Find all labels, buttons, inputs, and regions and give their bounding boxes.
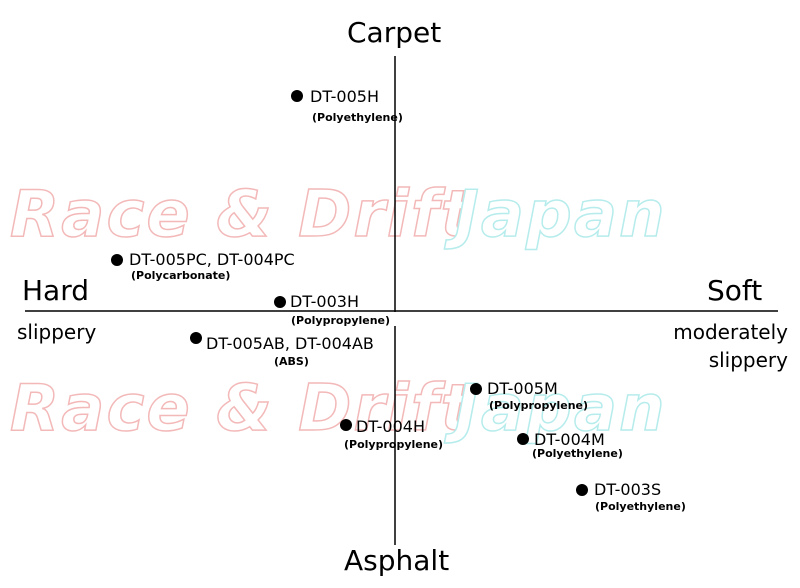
product-dot [340,419,352,431]
product-name: DT-005AB, DT-004AB [206,334,374,353]
product-dot [291,90,303,102]
axis-sublabel-right: moderately slippery [673,320,788,372]
product-material: (Polyethylene) [595,500,686,513]
product-material: (Polyethylene) [312,111,403,124]
product-material: (ABS) [274,355,309,368]
product-material: (Polycarbonate) [131,269,231,282]
product-dot [517,433,529,445]
product-dot [576,484,588,496]
axis-sublabel-left: slippery [17,320,97,344]
axis-label-right: Soft [707,274,763,307]
product-name: DT-004M [534,430,605,449]
product-material: (Polypropylene) [489,399,589,412]
product-name: DT-005H [310,87,379,106]
watermark-japan-bottom: Japan [454,371,667,447]
product-material: (Polyethylene) [532,447,623,460]
watermark-japan-top: Japan [454,177,667,253]
product-name: DT-005PC, DT-004PC [129,250,295,269]
product-material: (Polypropylene) [344,438,444,451]
product-dot [190,332,202,344]
axis-label-bottom: Asphalt [344,544,450,577]
product-dot [274,296,286,308]
product-name: DT-004H [356,417,425,436]
axis-label-left: Hard [22,274,90,307]
product-dot [470,383,482,395]
product-dot [111,254,123,266]
product-name: DT-003S [594,480,662,499]
product-name: DT-005M [487,379,558,398]
product-name: DT-003H [290,292,359,311]
product-material: (Polypropylene) [291,314,391,327]
axis-label-top: Carpet [347,16,442,49]
